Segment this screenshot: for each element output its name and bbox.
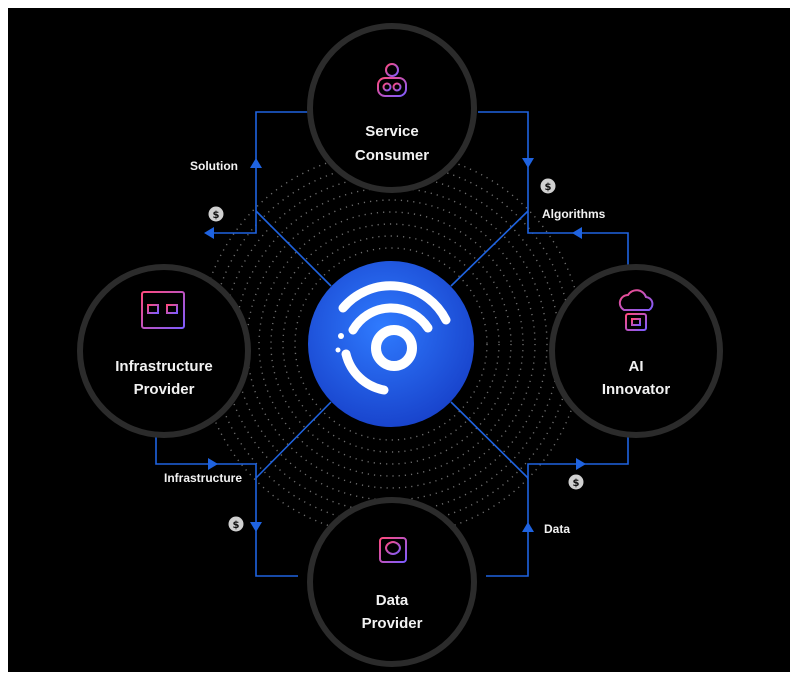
node-infrastructure-provider: Infrastructure Provider [77, 264, 251, 438]
node-service-consumer: Service Consumer [307, 23, 477, 193]
service-consumer-line2: Consumer [355, 147, 429, 164]
robot-gear-icon [374, 63, 410, 97]
payment-symbol: $ [233, 520, 240, 531]
payment-coin-bottom-right: $ [568, 474, 584, 490]
ai-innovator-line2: Innovator [602, 381, 670, 398]
payment-symbol: $ [545, 182, 552, 193]
cloud-chip-icon [618, 289, 654, 331]
flow-label-data: Data [544, 522, 570, 536]
flow-label-solution: Solution [190, 159, 238, 173]
payment-symbol: $ [213, 210, 220, 221]
node-data-provider: Data Provider [307, 497, 477, 667]
payment-symbol: $ [573, 478, 580, 489]
flow-label-infrastructure: Infrastructure [164, 471, 242, 485]
payment-coin-bottom-left: $ [228, 516, 244, 532]
ai-innovator-line1: AI [629, 358, 644, 375]
platform-logo-icon [335, 281, 451, 395]
network-diagram-icon [141, 291, 185, 329]
data-provider-line2: Provider [362, 615, 423, 632]
flow-label-algorithms: Algorithms [542, 207, 606, 221]
infrastructure-provider-line2: Provider [134, 381, 195, 398]
node-ai-innovator: AI Innovator [549, 264, 723, 438]
brain-chip-icon [374, 532, 412, 568]
flow-arrows [204, 158, 586, 532]
service-consumer-line1: Service [365, 123, 418, 140]
flow-lines [155, 111, 629, 577]
payment-coin-top-right: $ [540, 178, 556, 194]
center-hub [308, 261, 474, 427]
ecosystem-diagram: Service Consumer Infrastructure Provider… [8, 8, 790, 672]
payment-coin-top-left: $ [208, 206, 224, 222]
data-provider-line1: Data [376, 592, 409, 609]
infrastructure-provider-line1: Infrastructure [115, 358, 213, 375]
